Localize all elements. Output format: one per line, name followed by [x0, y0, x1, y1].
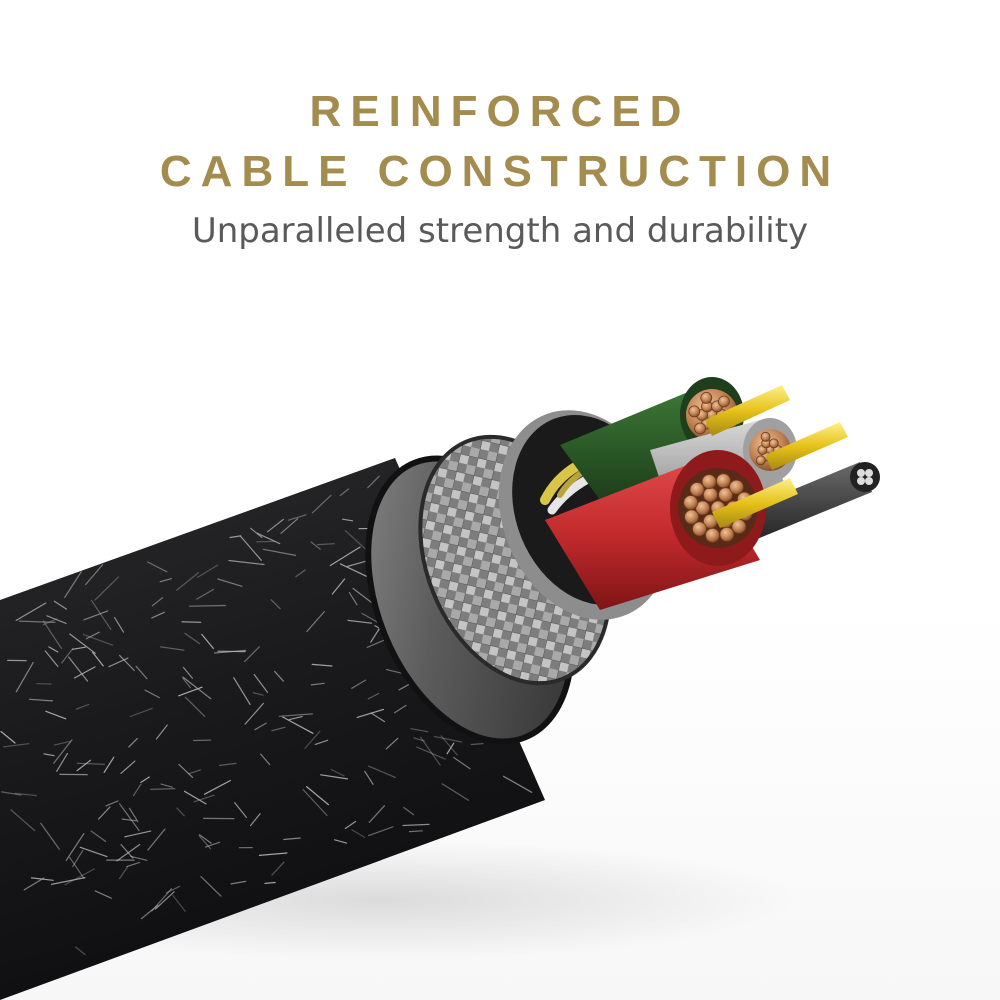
red-wire: [545, 450, 766, 610]
subtitle: Unparalleled strength and durability: [191, 211, 809, 251]
headline-line-1: REINFORCED: [309, 87, 691, 136]
gold-conductor-pins: [705, 385, 848, 528]
headline-line-2: CABLE CONSTRUCTION: [159, 147, 841, 196]
